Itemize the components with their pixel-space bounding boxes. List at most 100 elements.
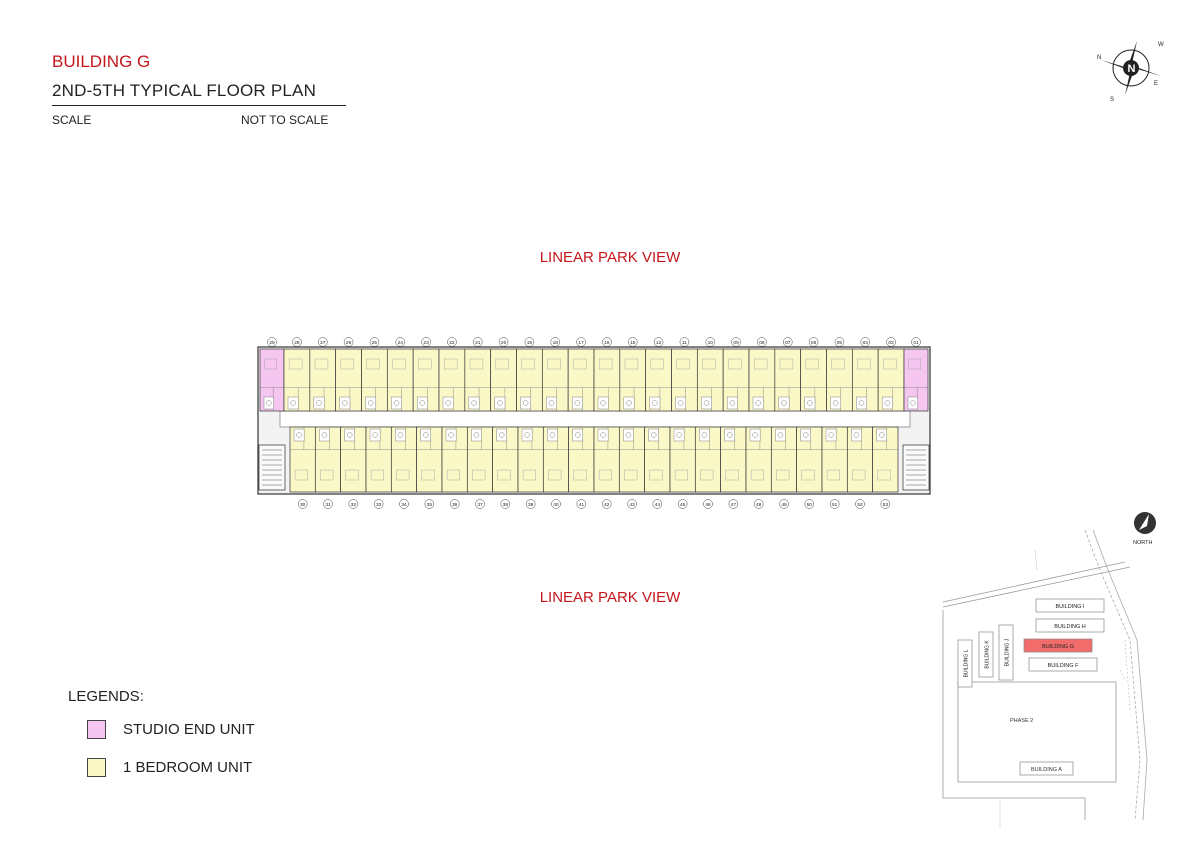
unit-number-37: 37 <box>477 502 483 508</box>
unit-31 <box>314 426 342 493</box>
unit-number-44: 44 <box>655 502 661 508</box>
unit-number-33: 33 <box>376 502 382 508</box>
unit-45 <box>669 426 696 493</box>
compass-letter-s: S <box>1110 97 1114 103</box>
unit-number-49-marker <box>779 499 789 509</box>
unit-50 <box>796 426 823 493</box>
unit-number-46: 46 <box>705 502 711 508</box>
unit-number-34-marker <box>399 499 409 509</box>
unit-48 <box>745 426 772 493</box>
unit-number-47: 47 <box>731 502 737 508</box>
legend-swatch-studio <box>87 720 106 739</box>
unit-number-22: 22 <box>449 340 455 346</box>
unit-number-07-marker <box>783 337 793 347</box>
unit-number-39-marker <box>525 499 536 509</box>
unit-52 <box>846 426 874 493</box>
unit-number-16-marker <box>602 337 612 347</box>
site-building-building-j: BUILDING J <box>998 624 1014 681</box>
compass-letter-n: N <box>1097 55 1101 61</box>
site-building-building-l: BUILDING L <box>957 639 973 688</box>
unit-number-28-marker <box>292 337 302 347</box>
unit-number-36: 36 <box>452 502 458 508</box>
unit-number-38: 38 <box>503 502 509 508</box>
unit-03 <box>851 348 879 412</box>
unit-number-10-marker <box>705 337 715 347</box>
unit-28 <box>283 348 311 412</box>
legend-swatch-1-bedroom <box>87 758 106 777</box>
unit-41 <box>568 426 595 493</box>
unit-number-51-marker <box>829 499 840 509</box>
unit-10 <box>696 348 724 412</box>
unit-number-52: 52 <box>857 502 863 508</box>
unit-number-18: 18 <box>553 340 559 346</box>
view-label-top: LINEAR PARK VIEW <box>539 249 681 266</box>
unit-number-03: 03 <box>863 340 869 346</box>
unit-number-24-marker <box>395 337 405 347</box>
unit-05 <box>826 348 853 412</box>
unit-44 <box>644 426 671 493</box>
unit-number-48-marker <box>753 499 764 509</box>
unit-06 <box>800 348 827 412</box>
unit-number-37-marker <box>475 499 485 509</box>
site-building-label-2: BUILDING G <box>1042 644 1074 650</box>
unit-08 <box>748 348 776 412</box>
unit-number-02-marker <box>886 337 896 347</box>
unit-number-16: 16 <box>604 340 610 346</box>
unit-number-38-marker <box>500 499 511 509</box>
unit-number-29-marker <box>267 337 277 347</box>
site-building-label-1: BUILDING H <box>1054 624 1086 630</box>
unit-32 <box>340 426 367 493</box>
unit-number-45: 45 <box>680 502 686 508</box>
unit-number-18-marker <box>550 337 560 347</box>
unit-number-32: 32 <box>351 502 357 508</box>
unit-number-40: 40 <box>553 502 559 508</box>
unit-34 <box>390 426 418 493</box>
building-title: BUILDING G <box>52 52 151 71</box>
unit-number-50: 50 <box>807 502 813 508</box>
unit-number-30: 30 <box>300 502 306 508</box>
unit-19 <box>516 348 543 412</box>
unit-number-12-marker <box>653 337 664 347</box>
unit-number-28: 28 <box>294 340 300 346</box>
building-a-label: BUILDING A <box>1031 767 1062 773</box>
unit-11 <box>671 348 698 412</box>
unit-number-09-marker <box>731 337 741 347</box>
unit-43 <box>618 426 646 493</box>
unit-38 <box>492 426 519 493</box>
unit-number-34: 34 <box>401 502 407 508</box>
site-building-building-g: BUILDING G <box>1023 638 1093 653</box>
unit-number-53: 53 <box>883 502 889 508</box>
unit-number-22-marker <box>447 337 457 347</box>
unit-number-44-marker <box>652 499 663 509</box>
unit-number-27-marker <box>318 337 328 347</box>
unit-42 <box>593 426 620 493</box>
unit-21 <box>464 348 492 412</box>
stair-core-left <box>258 444 286 491</box>
unit-number-21-marker <box>473 337 483 347</box>
site-building-building-h: BUILDING H <box>1035 618 1105 633</box>
unit-number-19: 19 <box>527 340 533 346</box>
unit-35 <box>416 426 443 493</box>
unit-number-31-marker <box>323 499 333 509</box>
unit-number-01-marker <box>911 337 921 347</box>
unit-number-10: 10 <box>708 340 714 346</box>
site-building-building-i: BUILDING I <box>1035 598 1105 613</box>
legend-item-1-bedroom: 1 BEDROOM UNIT <box>87 758 252 777</box>
unit-36 <box>441 426 468 493</box>
unit-number-49: 49 <box>781 502 787 508</box>
unit-number-05-marker <box>834 337 845 347</box>
unit-number-07: 07 <box>785 340 791 346</box>
unit-number-48: 48 <box>756 502 762 508</box>
view-label-bottom: LINEAR PARK VIEW <box>539 589 681 606</box>
unit-number-24: 24 <box>398 340 404 346</box>
unit-number-39: 39 <box>528 502 534 508</box>
unit-number-26-marker <box>343 337 354 347</box>
north-label: NORTH <box>1133 540 1152 546</box>
unit-number-21: 21 <box>475 340 481 346</box>
unit-47 <box>720 426 747 493</box>
stair-core-right <box>902 444 930 491</box>
unit-number-35-marker <box>424 499 435 509</box>
unit-number-15-marker <box>628 337 638 347</box>
phase-2-area <box>957 681 1117 783</box>
